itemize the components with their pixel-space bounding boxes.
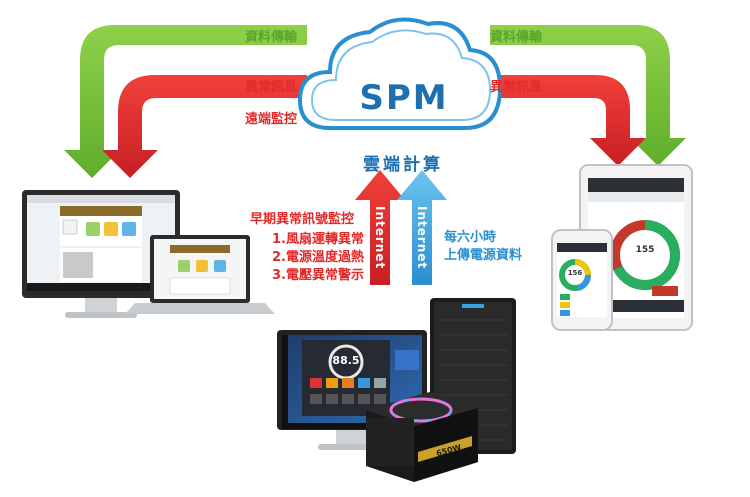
- smartphone: [551, 229, 613, 331]
- right-data-transfer-label: 資料傳輸: [490, 30, 543, 45]
- upload-note-line1: 每六小時: [444, 230, 497, 245]
- upload-note-line2: 上傳電源資料: [444, 248, 523, 263]
- left-data-transfer-label: 資料傳輸: [245, 30, 298, 45]
- warning-item-voltage: 3.電壓異常警示: [272, 268, 364, 283]
- cloud-shape: [297, 17, 503, 130]
- laptop: [125, 235, 275, 314]
- early-warning-heading: 早期異常訊號監控: [250, 212, 355, 227]
- power-supply-unit: [366, 392, 478, 482]
- tablet-reading: 155: [635, 245, 655, 255]
- phone-reading: 156: [567, 269, 583, 277]
- internet-label-blue: Internet: [415, 206, 429, 270]
- left-alert-label: 異常訊息: [245, 80, 298, 95]
- right-red-arrow: [490, 75, 646, 166]
- spm-title: SPM: [359, 78, 449, 118]
- cloud-computing-caption: 雲端計算: [363, 155, 443, 175]
- upload-up-arrow: [397, 170, 447, 285]
- right-alert-label: 異常訊息: [490, 80, 543, 95]
- right-green-arrow: [490, 25, 686, 166]
- left-green-arrow: [64, 25, 307, 178]
- internet-up-arrow: [355, 170, 405, 285]
- left-remote-monitor-label: 遠端監控: [245, 112, 298, 127]
- internet-label-red: Internet: [373, 206, 387, 270]
- left-red-arrow: [102, 75, 307, 178]
- warning-item-temperature: 2.電源溫度過熱: [272, 250, 364, 265]
- monitor-reading: 88.5: [332, 354, 360, 367]
- warning-item-fan: 1.風扇運轉異常: [272, 232, 364, 247]
